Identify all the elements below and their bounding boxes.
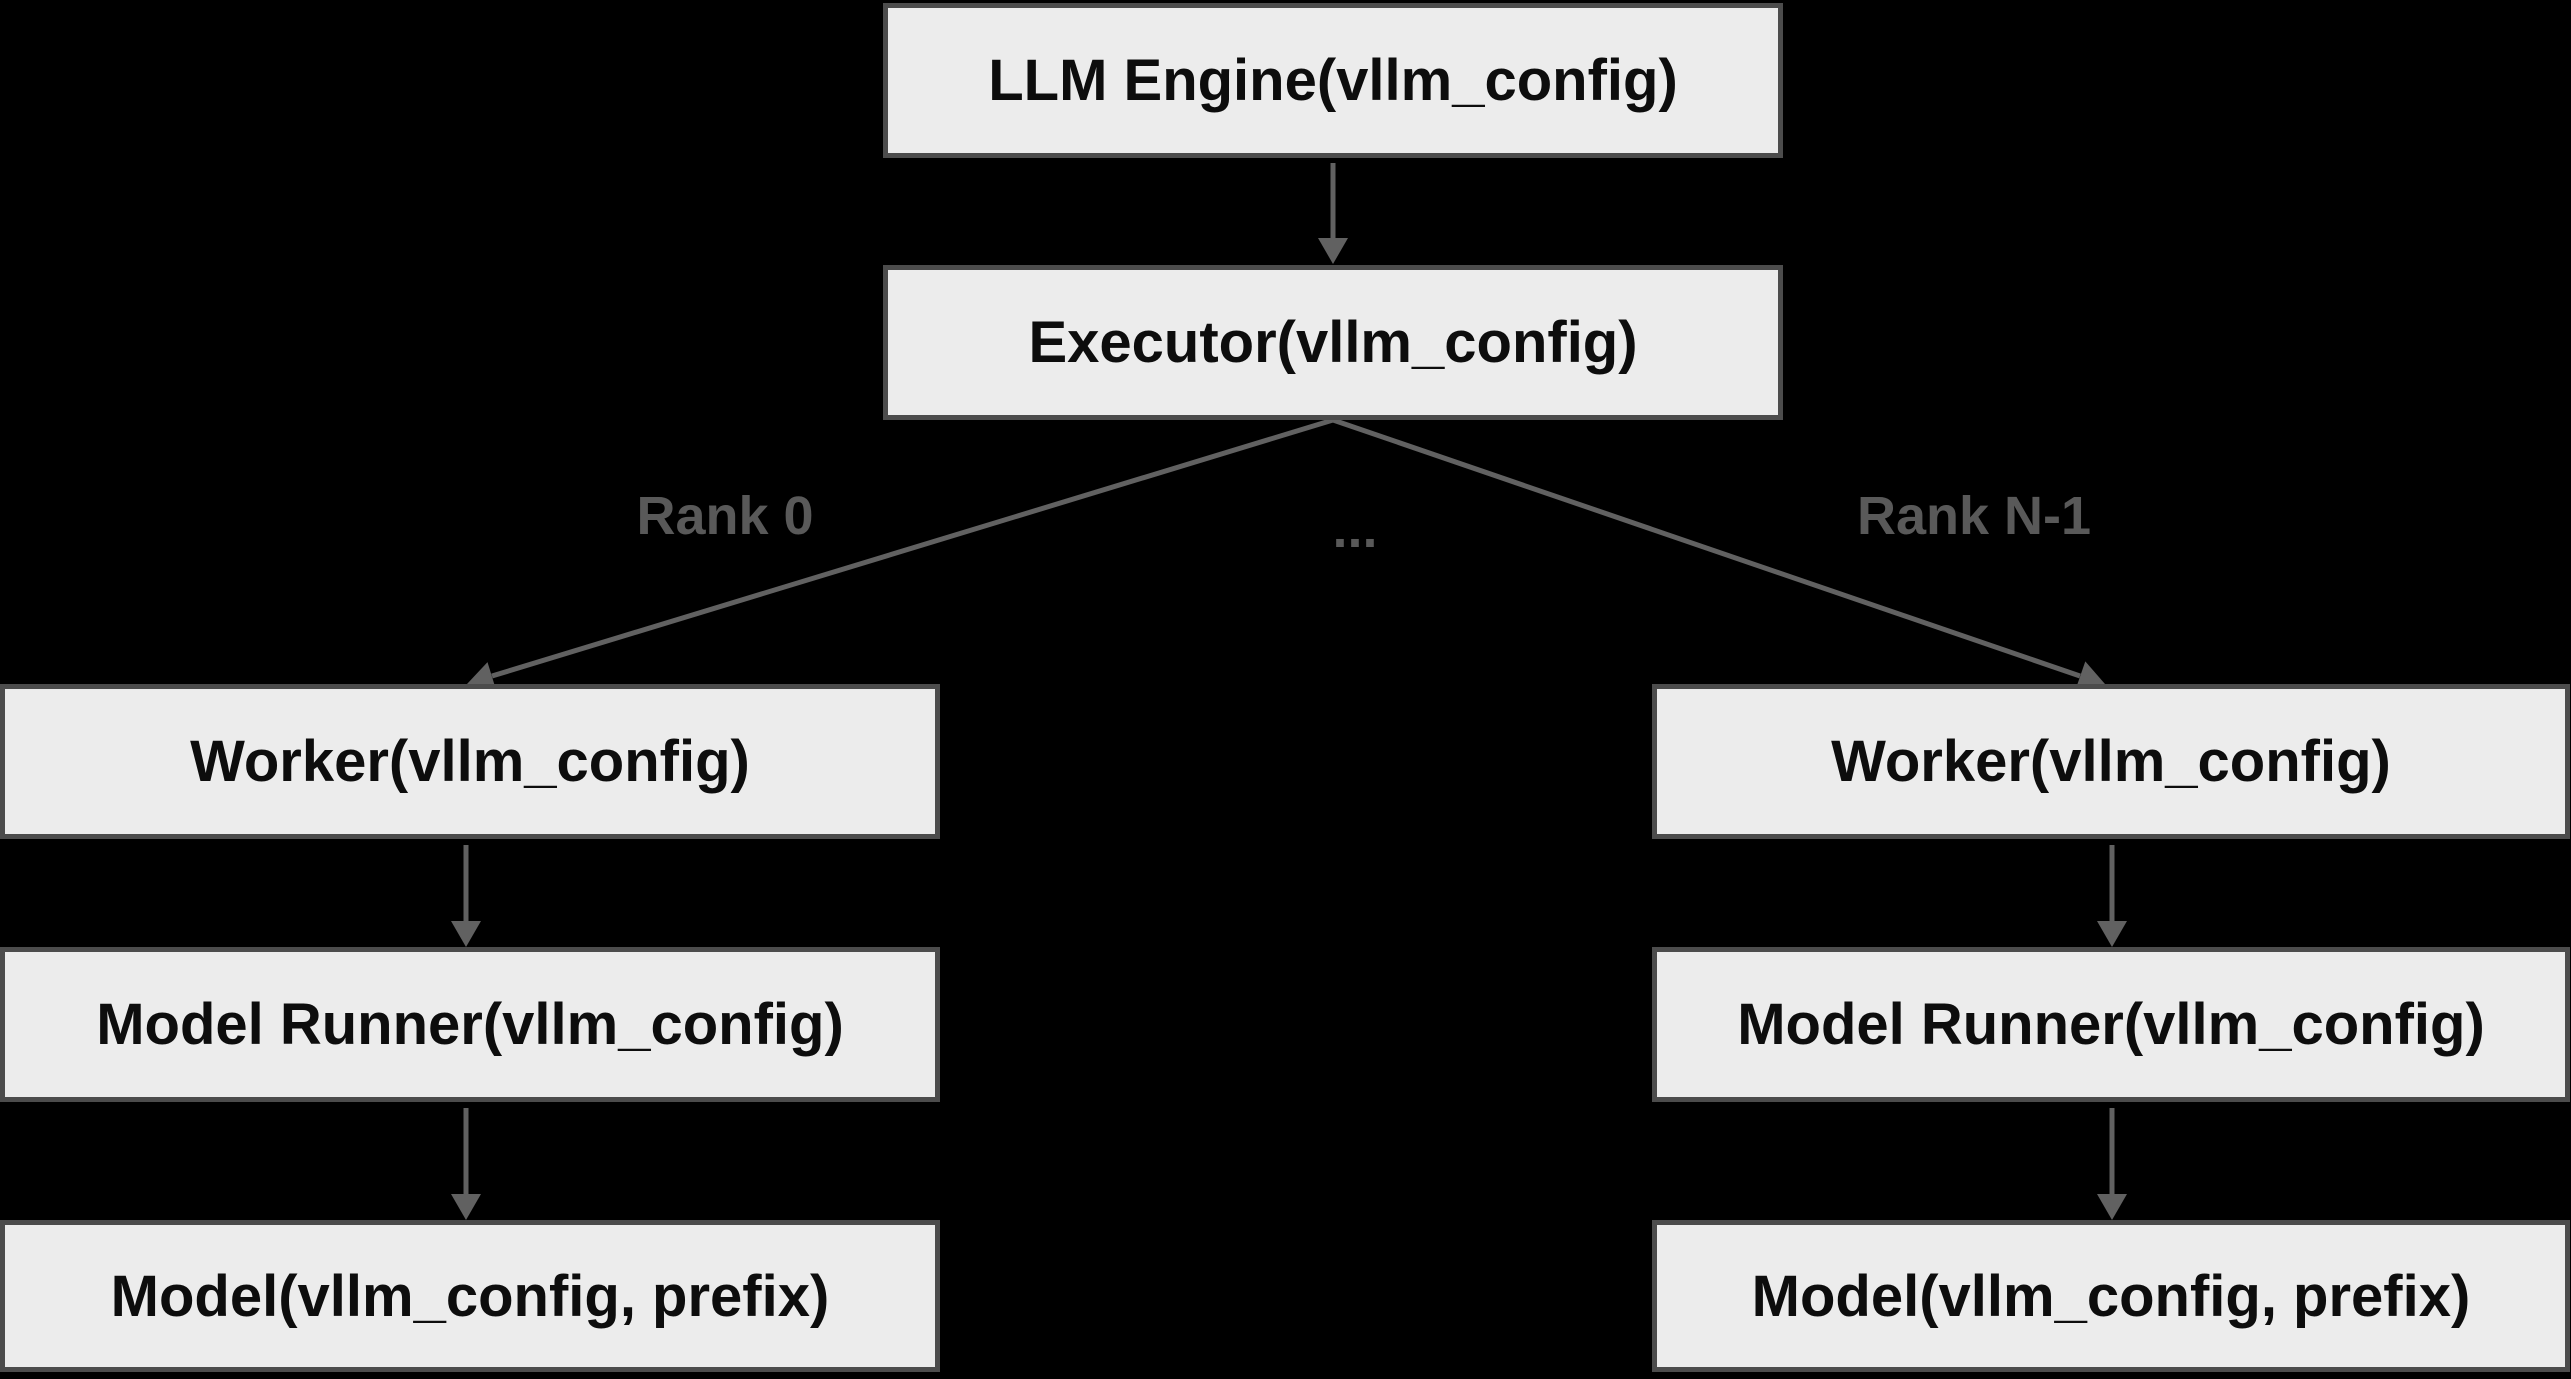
node-model-rank-0: Model(vllm_config, prefix) [0, 1220, 940, 1372]
node-llm-engine-label: LLM Engine(vllm_config) [988, 48, 1678, 113]
node-model-rank-0-label: Model(vllm_config, prefix) [110, 1263, 830, 1329]
edge-worker-right-to-model-runner-right [2097, 845, 2127, 947]
node-model-rank-n-1-label: Model(vllm_config, prefix) [1751, 1263, 2471, 1329]
node-worker-rank-0-label: Worker(vllm_config) [190, 729, 750, 794]
edge-label-ellipsis: ... [1332, 499, 1378, 559]
edge-executor-to-worker-right [1332, 417, 2105, 690]
node-worker-rank-n-1: Worker(vllm_config) [1652, 684, 2570, 839]
node-model-runner-rank-n-1-label: Model Runner(vllm_config) [1737, 992, 2485, 1057]
edge-model-runner-left-to-model-left [451, 1108, 481, 1220]
node-worker-rank-n-1-label: Worker(vllm_config) [1831, 729, 2391, 794]
edge-engine-to-executor [1318, 163, 1348, 264]
node-llm-engine: LLM Engine(vllm_config) [883, 3, 1783, 158]
node-model-runner-rank-n-1: Model Runner(vllm_config) [1652, 947, 2570, 1102]
node-executor: Executor(vllm_config) [883, 265, 1783, 420]
node-executor-label: Executor(vllm_config) [1028, 310, 1638, 375]
node-model-runner-rank-0-label: Model Runner(vllm_config) [96, 992, 844, 1057]
edge-worker-left-to-model-runner-left [451, 845, 481, 947]
node-worker-rank-0: Worker(vllm_config) [0, 684, 940, 839]
node-model-rank-n-1: Model(vllm_config, prefix) [1652, 1220, 2570, 1372]
node-model-runner-rank-0: Model Runner(vllm_config) [0, 947, 940, 1102]
edge-executor-to-worker-left [467, 417, 1334, 691]
edge-model-runner-right-to-model-right [2097, 1108, 2127, 1220]
edge-label-rank-n-1: Rank N-1 [1856, 486, 2092, 546]
edge-label-rank-0: Rank 0 [636, 486, 814, 546]
